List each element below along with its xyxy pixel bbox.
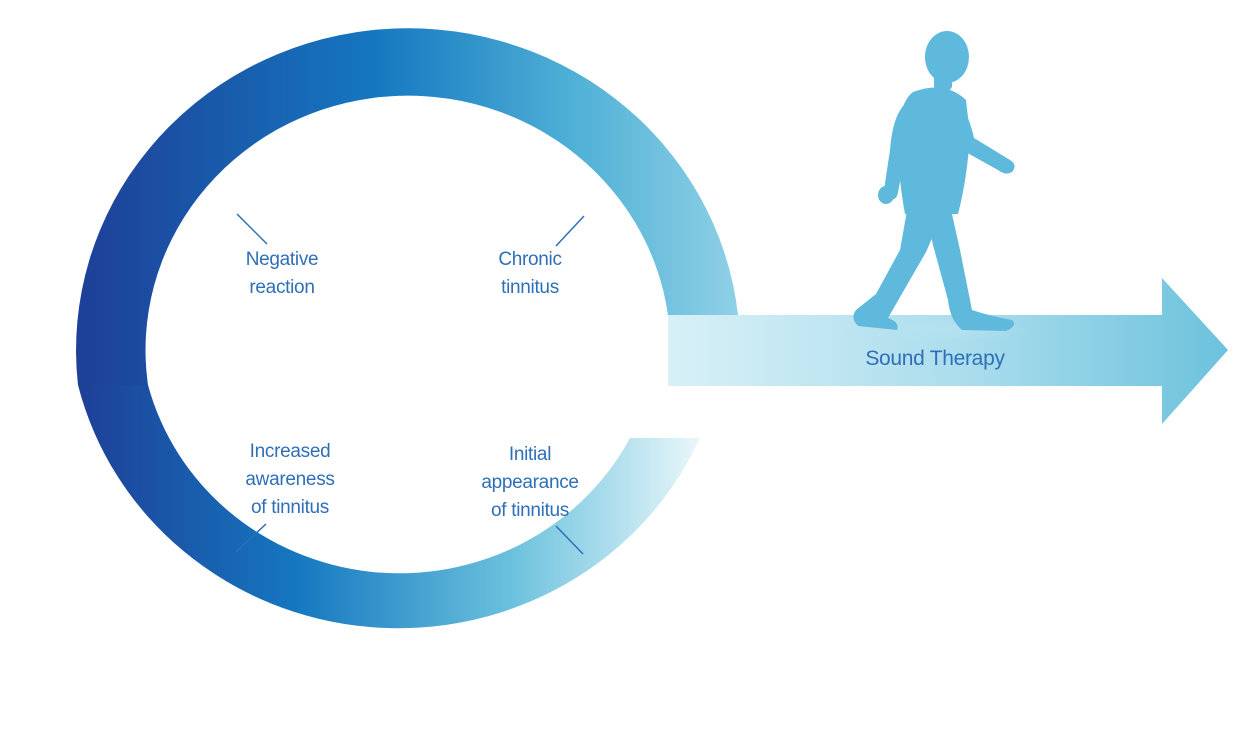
- sound-therapy-arrow: [668, 278, 1228, 424]
- label-negative-reaction: Negative reaction: [245, 249, 319, 298]
- label-sound-therapy: Sound Therapy: [865, 347, 1005, 370]
- cycle-ring-top: [76, 28, 739, 385]
- cycle-ring-bottom: [78, 385, 700, 629]
- label-increased-awareness: Increased awareness of tinnitus: [245, 441, 335, 518]
- walking-person-icon: [853, 31, 1015, 331]
- connector-increased-awareness: [235, 523, 267, 553]
- connector-negative-reaction: [236, 213, 268, 245]
- connector-initial-appearance: [555, 525, 584, 555]
- connector-chronic-tinnitus: [555, 215, 585, 247]
- label-initial-appearance: Initial appearance of tinnitus: [481, 444, 579, 521]
- label-chronic-tinnitus: Chronic tinnitus: [498, 249, 562, 298]
